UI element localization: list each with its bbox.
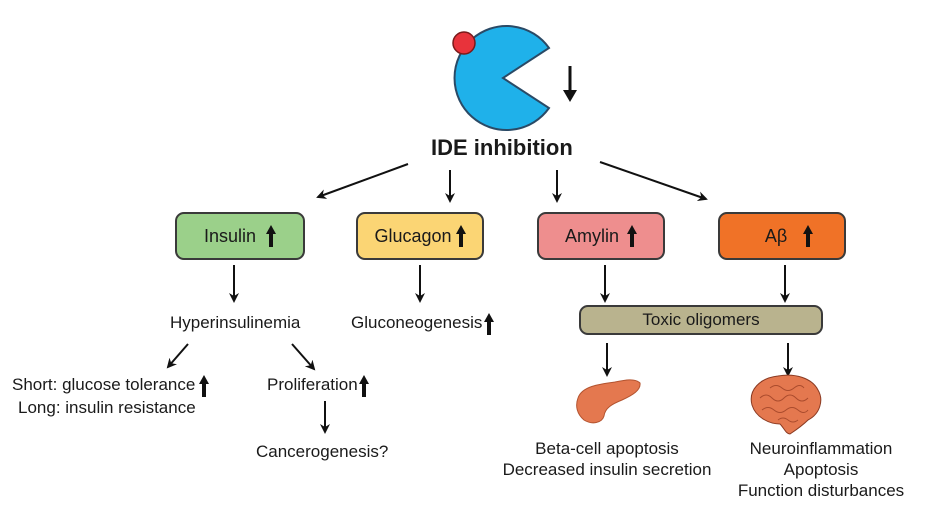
diagram-title: IDE inhibition [431,135,573,160]
brain-effects: Neuroinflammation Apoptosis Function dis… [720,438,922,501]
decrease-arrow-icon [563,66,577,102]
amylin-box: Amylin [537,212,665,260]
brain-effect-2: Apoptosis [783,460,859,479]
pacman-enzyme-icon [452,25,551,131]
up-arrow-icon [358,374,369,397]
up-arrow-icon [484,312,495,335]
brain-effect-3: Function disturbances [737,481,905,500]
arrows [166,161,793,434]
insulin-box: Insulin [175,212,305,260]
pancreas-effect-1: Beta-cell apoptosis [535,439,679,458]
insulin-label: Insulin [203,225,257,246]
up-arrow-icon [199,374,210,397]
toxic-oligomers-label: Toxic oligomers [642,310,760,329]
toxic-oligomers-box: Toxic oligomers [579,305,823,335]
abeta-box: Aβ [718,212,846,260]
short-effect-label: Short: glucose tolerance [12,375,196,394]
up-arrow-icon [455,225,466,247]
up-arrow-icon [266,225,277,247]
pancreas-effects: Beta-cell apoptosis Decreased insulin se… [500,438,714,480]
glucagon-label: Glucagon [374,225,452,246]
short-effect-node: Short: glucose tolerance [12,374,210,397]
glucagon-box: Glucagon [356,212,484,260]
gluconeogenesis-label: Gluconeogenesis [351,313,483,332]
gluconeogenesis-node: Gluconeogenesis [351,312,495,335]
arrow-to-short-long [166,343,189,369]
pancreas-effect-2: Decreased insulin secretion [502,460,712,479]
up-arrow-icon [803,225,814,247]
amylin-label: Amylin [564,225,619,246]
hyperinsulinemia-label: Hyperinsulinemia [170,313,301,332]
long-effect-label: Long: insulin resistance [18,398,196,417]
proliferation-label: Proliferation [267,375,358,394]
proliferation-node: Proliferation [267,374,369,397]
arrow-to-insulin [316,163,409,199]
abeta-label: Aβ [764,225,788,246]
pancreas-icon [576,379,641,424]
brain-icon [750,374,822,435]
arrow-to-abeta [599,161,708,202]
up-arrow-icon [627,225,637,247]
brain-effect-1: Neuroinflammation [749,439,893,458]
arrow-to-proliferation [291,343,316,371]
cancerogenesis-label: Cancerogenesis? [256,442,389,461]
